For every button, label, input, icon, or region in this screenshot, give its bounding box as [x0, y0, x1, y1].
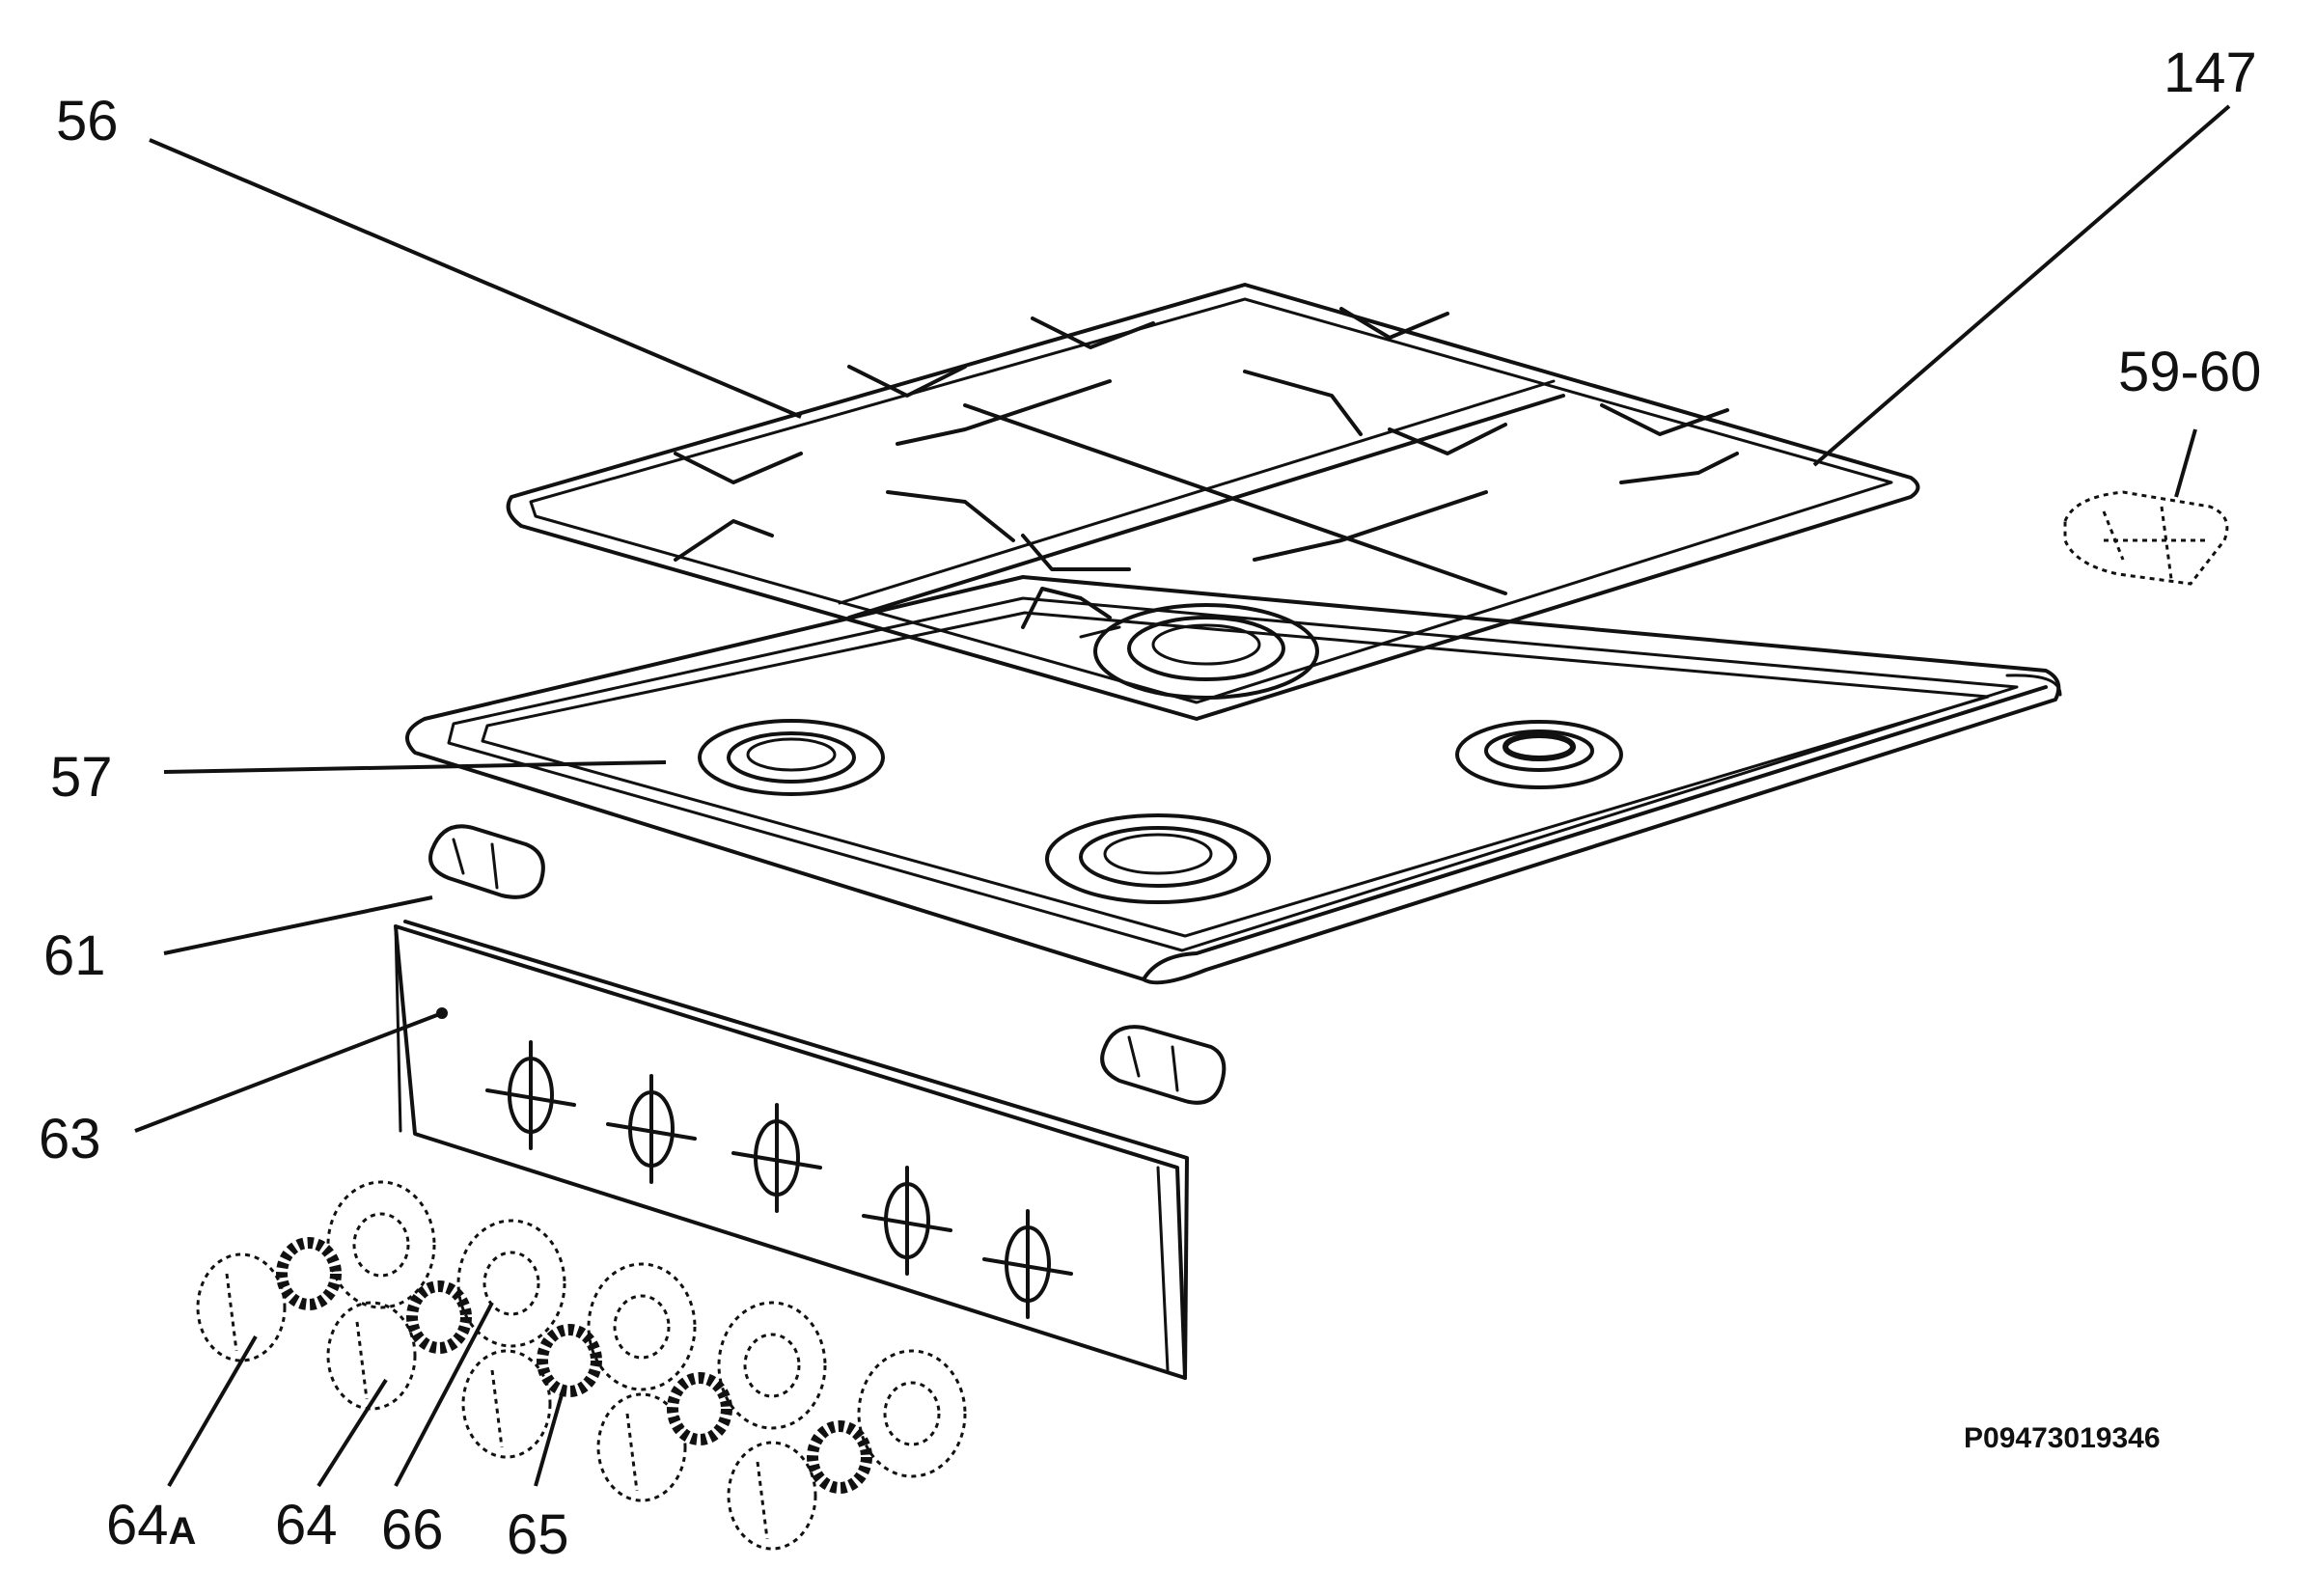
- burner-front-center: [1045, 813, 1271, 904]
- knob-cap: [596, 1392, 687, 1502]
- knob-cap: [196, 1252, 287, 1362]
- knob-disc: [587, 1262, 697, 1391]
- callout-63: 63: [39, 1108, 101, 1170]
- callout-59-60: 59-60: [2118, 341, 2261, 403]
- hob-top-plate: [405, 575, 2062, 985]
- knob-cap: [461, 1349, 552, 1459]
- knob-disc: [456, 1219, 566, 1348]
- leader-56: [149, 138, 802, 419]
- leader-lines: [134, 104, 2231, 1488]
- callout-labels: 56 147 59-60 57 61 63 64A 64 66 65 P0947…: [39, 41, 2261, 1566]
- knob-cap: [727, 1441, 817, 1551]
- knob-ring: [807, 1420, 872, 1494]
- callout-56: 56: [56, 90, 119, 152]
- leader-64: [317, 1378, 388, 1488]
- knob-ring: [276, 1237, 342, 1310]
- control-panel: [394, 920, 1189, 1380]
- leader-64a: [167, 1335, 258, 1488]
- knob-disc: [326, 1180, 436, 1309]
- leader-57: [163, 760, 667, 774]
- burner-right: [1455, 720, 1623, 789]
- callout-57: 57: [50, 746, 113, 809]
- part-59-60: [2063, 490, 2229, 586]
- knob-ring: [406, 1280, 472, 1354]
- callout-66: 66: [381, 1499, 444, 1561]
- leader-66: [394, 1302, 494, 1487]
- hinge-right: [1100, 1025, 1227, 1105]
- knob-disc: [717, 1301, 827, 1430]
- knob-ring: [537, 1324, 602, 1397]
- knob-disc: [857, 1349, 967, 1478]
- leader-147: [1812, 104, 2231, 467]
- callout-61: 61: [43, 924, 106, 987]
- burner-front-left: [698, 719, 885, 796]
- hinge-left: [428, 824, 545, 899]
- leader-65: [534, 1384, 566, 1487]
- callout-147: 147: [2164, 41, 2257, 104]
- callout-65: 65: [507, 1503, 569, 1566]
- panel-knob-symbols: [485, 1040, 1073, 1319]
- callout-64a: 64A: [106, 1494, 196, 1556]
- knob-set: [196, 1180, 967, 1551]
- knob-cap: [326, 1301, 417, 1411]
- drawing-code: P09473019346: [1964, 1422, 2161, 1454]
- callout-64a-suffix: A: [169, 1510, 197, 1553]
- pan-support-grid: [506, 283, 1920, 721]
- knob-ring: [667, 1372, 732, 1445]
- burner-back-center: [1093, 603, 1319, 700]
- callout-64: 64: [275, 1494, 338, 1556]
- leader-63: [134, 1011, 443, 1133]
- leader-61: [163, 895, 433, 955]
- leader-59-60: [2174, 428, 2197, 498]
